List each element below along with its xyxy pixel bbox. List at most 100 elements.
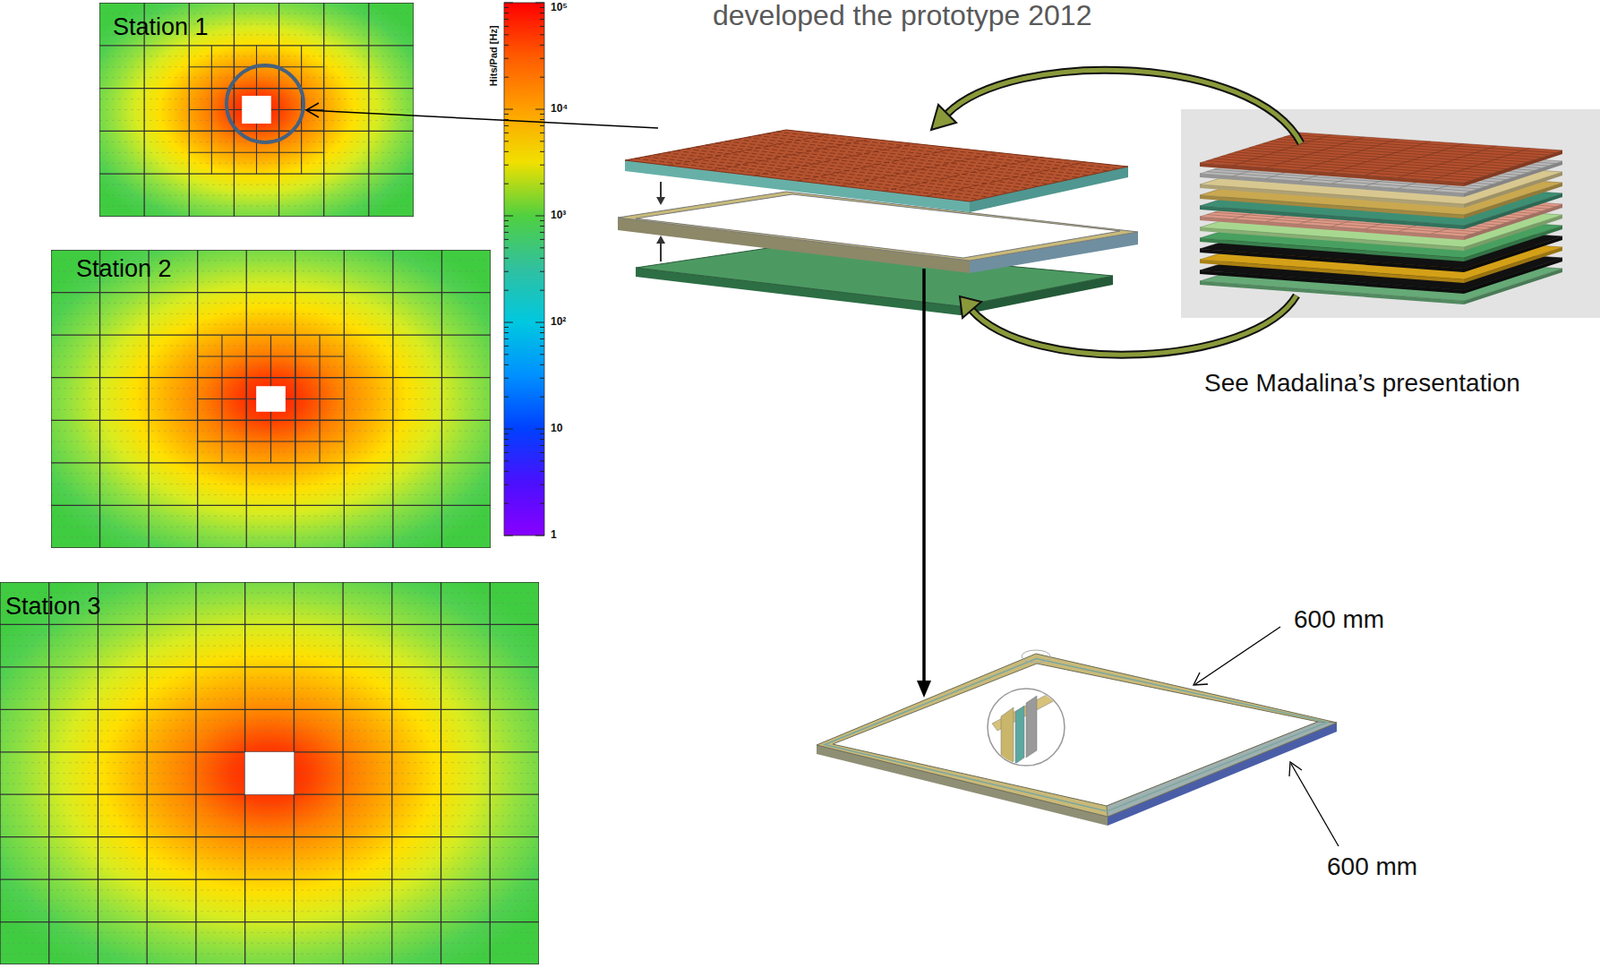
heat-map bbox=[0, 581, 540, 965]
heat-map bbox=[99, 205, 414, 207]
color-bar bbox=[504, 140, 509, 142]
color-bar bbox=[504, 7, 509, 9]
color-bar bbox=[539, 444, 545, 446]
station-label: Station 2 bbox=[76, 255, 491, 283]
color-bar bbox=[539, 220, 545, 222]
heat-map bbox=[256, 385, 286, 412]
heat-map bbox=[294, 249, 296, 548]
heat-map bbox=[0, 857, 540, 859]
color-bar bbox=[539, 470, 545, 472]
pad-plane bbox=[840, 153, 1001, 187]
heat-map bbox=[0, 730, 540, 732]
note: See Madalina’s presentation bbox=[1204, 368, 1521, 398]
heat-map bbox=[323, 2, 325, 217]
leader-arrow bbox=[306, 102, 319, 118]
heat-map bbox=[99, 173, 414, 175]
large-frame bbox=[1107, 722, 1337, 826]
heat-map bbox=[99, 130, 414, 132]
color-bar bbox=[504, 225, 509, 227]
color-bar bbox=[539, 7, 545, 9]
color-bar bbox=[504, 2, 545, 536]
heat-map bbox=[440, 581, 442, 965]
color-bar bbox=[504, 18, 509, 20]
heat-map bbox=[278, 2, 280, 217]
axis-title: Hits/Pad [Hz] bbox=[487, 25, 500, 86]
color-bar bbox=[535, 428, 545, 430]
zoom-detail bbox=[1001, 707, 1014, 771]
assembly-arrow bbox=[656, 235, 666, 244]
tick-label: 10⁵ bbox=[548, 1, 570, 15]
station-map: Station 3 bbox=[0, 581, 540, 965]
heat-map bbox=[0, 921, 540, 923]
assembly-arrow bbox=[656, 181, 666, 262]
large-frame bbox=[816, 650, 1337, 826]
color-bar bbox=[539, 113, 545, 115]
heat-map bbox=[391, 581, 393, 965]
large-frame bbox=[1106, 721, 1337, 817]
heat-map bbox=[246, 249, 248, 548]
color-bar bbox=[539, 12, 545, 14]
color-bar bbox=[539, 151, 545, 153]
color-bar bbox=[504, 183, 509, 185]
pad-plane bbox=[766, 133, 1109, 172]
heat-map bbox=[0, 953, 540, 955]
color-bar bbox=[539, 239, 545, 240]
heat-map bbox=[195, 581, 197, 965]
layer-stack-panel bbox=[1332, 141, 1431, 173]
heat-map bbox=[0, 804, 540, 806]
color-bar bbox=[539, 271, 545, 273]
assembly-arrow bbox=[659, 181, 662, 199]
heat-map bbox=[99, 184, 414, 186]
layer-stack-panel bbox=[1364, 144, 1464, 176]
heat-map bbox=[146, 581, 148, 965]
color-bar bbox=[539, 345, 545, 347]
heat-map bbox=[0, 825, 540, 827]
heat-map bbox=[188, 152, 324, 154]
large-frame bbox=[824, 658, 1328, 813]
down-arrow bbox=[922, 268, 926, 683]
color-bar bbox=[539, 460, 545, 462]
color-bar bbox=[539, 484, 545, 486]
color-bar bbox=[504, 338, 509, 340]
color-bar bbox=[539, 132, 545, 134]
color-bar bbox=[504, 239, 509, 240]
heat-map bbox=[0, 814, 540, 816]
pad-plane bbox=[926, 162, 1086, 197]
color-bar bbox=[539, 377, 545, 379]
color-bar bbox=[504, 2, 514, 4]
curved-arrow bbox=[947, 69, 1301, 144]
color-bar bbox=[535, 322, 545, 324]
tick-label: 10³ bbox=[548, 209, 568, 223]
color-bar bbox=[504, 326, 509, 328]
tick-label: 10 bbox=[548, 422, 565, 436]
title-box: developed the prototype 2012 bbox=[712, 0, 1092, 32]
curved-arrow bbox=[959, 296, 982, 318]
heat-map bbox=[0, 676, 540, 678]
leader-line bbox=[1291, 763, 1339, 847]
heat-map bbox=[0, 634, 540, 636]
heat-map bbox=[367, 2, 369, 217]
color-bar bbox=[504, 2, 545, 536]
heat-map bbox=[233, 2, 235, 217]
heat-map bbox=[0, 624, 540, 625]
heat-map bbox=[0, 581, 540, 965]
heat-map bbox=[147, 249, 149, 548]
heat-map bbox=[0, 709, 540, 711]
heat-map bbox=[197, 355, 345, 357]
pad-plane bbox=[715, 143, 1059, 182]
heat-map bbox=[99, 2, 414, 217]
heat-map bbox=[0, 581, 540, 583]
heat-map bbox=[51, 313, 491, 315]
heat-map bbox=[51, 441, 491, 443]
color-bar bbox=[539, 140, 545, 142]
dimension: 600 mm bbox=[1326, 852, 1418, 882]
dimension: 600 mm bbox=[1293, 605, 1385, 634]
chamber-frame bbox=[617, 217, 970, 274]
heat-map bbox=[51, 494, 491, 496]
color-bar bbox=[539, 326, 545, 328]
color-bar bbox=[539, 164, 545, 166]
down-arrow bbox=[916, 268, 932, 698]
heat-map bbox=[51, 376, 491, 378]
heat-map bbox=[51, 515, 491, 517]
